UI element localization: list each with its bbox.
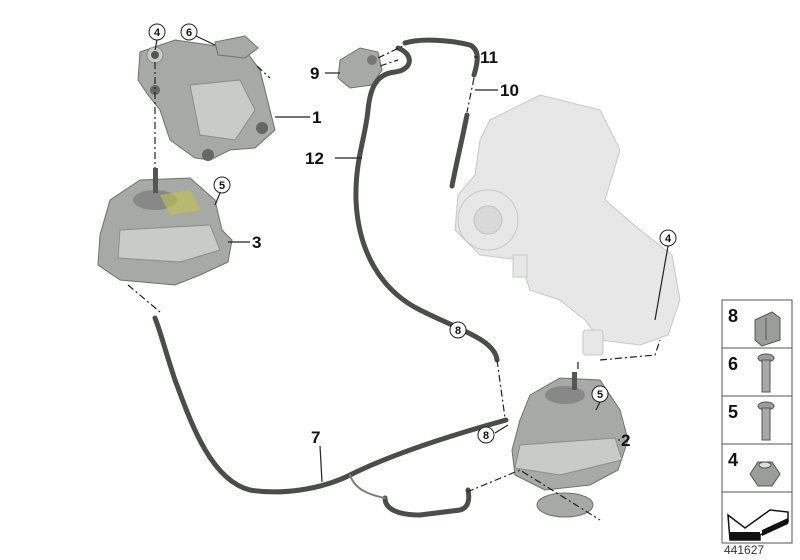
engine-block-ghost: [454, 94, 681, 356]
engine-mount-right: [511, 372, 629, 518]
valve: [337, 47, 383, 89]
clip-icon: [754, 311, 781, 347]
svg-text:4: 4: [665, 233, 672, 245]
legend-item-4: 4: [728, 450, 781, 487]
callout-circle-4-bracket: 4: [148, 23, 166, 41]
callout-7: 7: [311, 428, 320, 447]
callout-10: 10: [500, 81, 519, 100]
callout-circle-8-lower: 8: [477, 426, 495, 444]
legend-item-5: 5: [728, 401, 775, 441]
callout-circle-8-upper: 8: [449, 321, 467, 339]
bolt-icon: [757, 401, 775, 441]
callout-circle-4-engine: 4: [659, 229, 677, 247]
callout-circle-5-right-mount: 5: [591, 385, 609, 403]
svg-text:5: 5: [219, 180, 225, 192]
callout-circle-6-bracket: 6: [180, 23, 198, 41]
legend-item-6: 6: [728, 353, 775, 393]
callout-1: 1: [312, 108, 321, 127]
svg-text:6: 6: [728, 354, 738, 374]
hoses: [152, 37, 509, 518]
callout-12: 12: [305, 149, 324, 168]
leader-lines: [154, 35, 669, 483]
parts-legend: 8 6 5 4: [721, 299, 793, 544]
legend-item-8: 8: [728, 306, 781, 347]
hex-nut-icon: [749, 461, 781, 487]
assembly-lines: [127, 44, 661, 521]
svg-text:8: 8: [455, 325, 461, 337]
svg-text:4: 4: [728, 450, 738, 470]
arrow-icon: [727, 509, 789, 541]
bolt-icon: [757, 353, 775, 393]
svg-text:8: 8: [483, 430, 489, 442]
callout-9: 9: [310, 64, 319, 83]
callout-2: 2: [621, 431, 630, 450]
drawing-number: 441627: [724, 543, 765, 557]
svg-text:8: 8: [728, 306, 738, 326]
svg-text:5: 5: [597, 389, 603, 401]
svg-text:4: 4: [154, 27, 161, 39]
callout-11: 11: [480, 48, 498, 67]
svg-text:5: 5: [728, 402, 738, 422]
callout-circle-5-left-mount: 5: [213, 176, 231, 194]
callout-3: 3: [252, 233, 261, 252]
engine-mount-left: [97, 168, 233, 286]
engine-bracket: [137, 35, 276, 161]
svg-text:6: 6: [186, 27, 192, 39]
